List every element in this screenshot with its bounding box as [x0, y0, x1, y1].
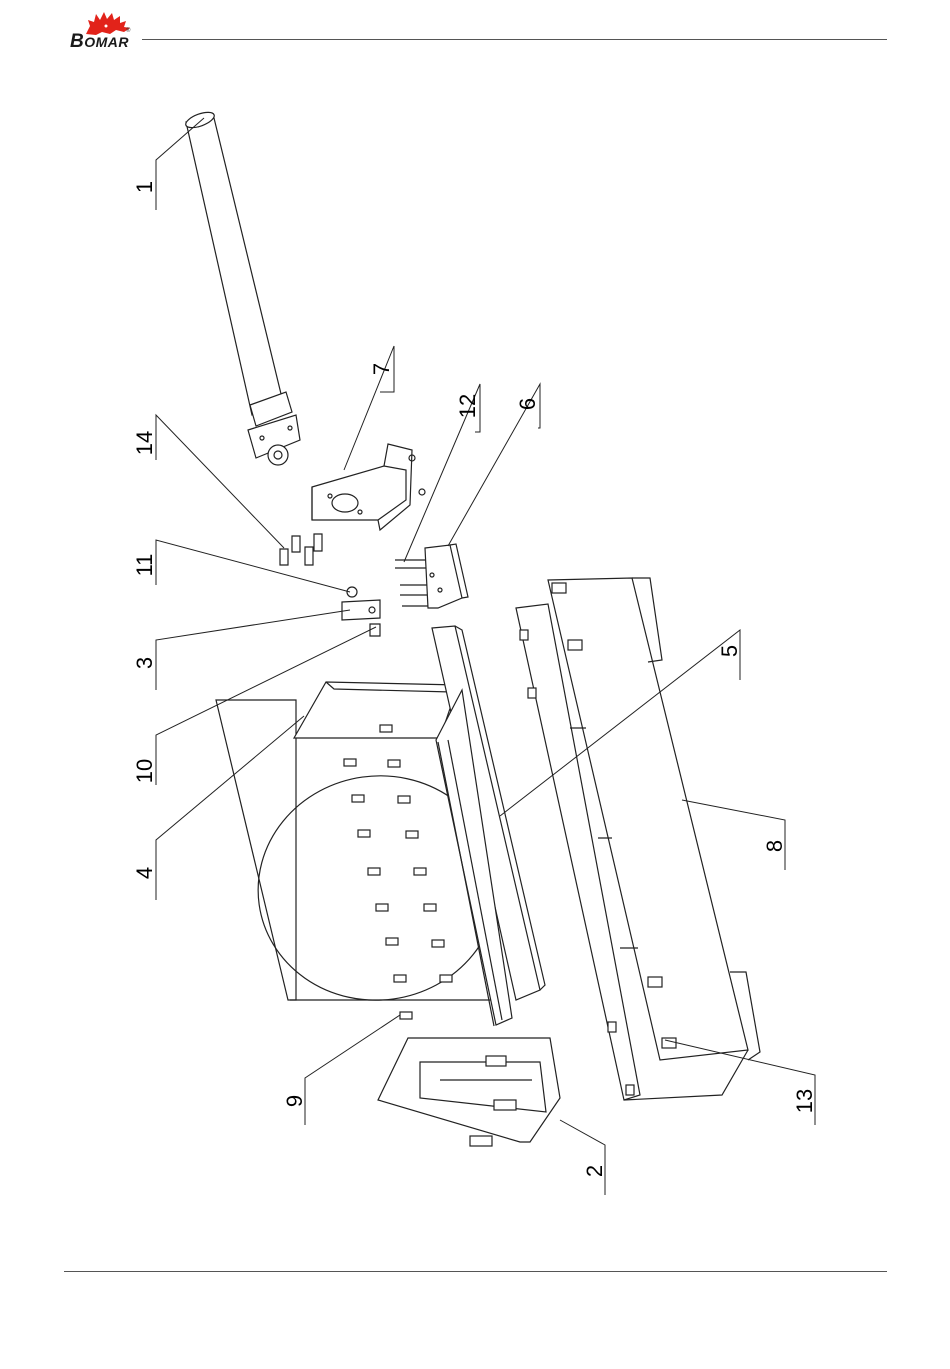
callout-13: 13 — [794, 1081, 816, 1121]
callout-6: 6 — [517, 384, 539, 424]
callout-3: 3 — [134, 643, 156, 683]
callout-7: 7 — [371, 349, 393, 389]
callout-8: 8 — [764, 826, 786, 866]
part-6-plate — [395, 544, 468, 608]
part-10-plate — [294, 682, 458, 738]
callout-2: 2 — [584, 1151, 606, 1191]
callout-10: 10 — [134, 751, 156, 791]
plate-bolts — [344, 725, 452, 1019]
part-7-bracket — [312, 444, 425, 530]
callout-14: 14 — [134, 423, 156, 463]
callout-4: 4 — [134, 853, 156, 893]
part-2-end-bracket — [378, 1038, 560, 1146]
callout-12: 12 — [457, 386, 479, 426]
part-14-bolts — [280, 534, 322, 565]
callout-1: 1 — [134, 167, 156, 207]
part-3-block — [342, 587, 380, 636]
callout-5: 5 — [719, 631, 741, 671]
callout-11: 11 — [134, 545, 156, 585]
part-5-rail — [432, 626, 545, 1026]
callout-9: 9 — [284, 1081, 306, 1121]
part-1-cylinder — [184, 109, 300, 465]
